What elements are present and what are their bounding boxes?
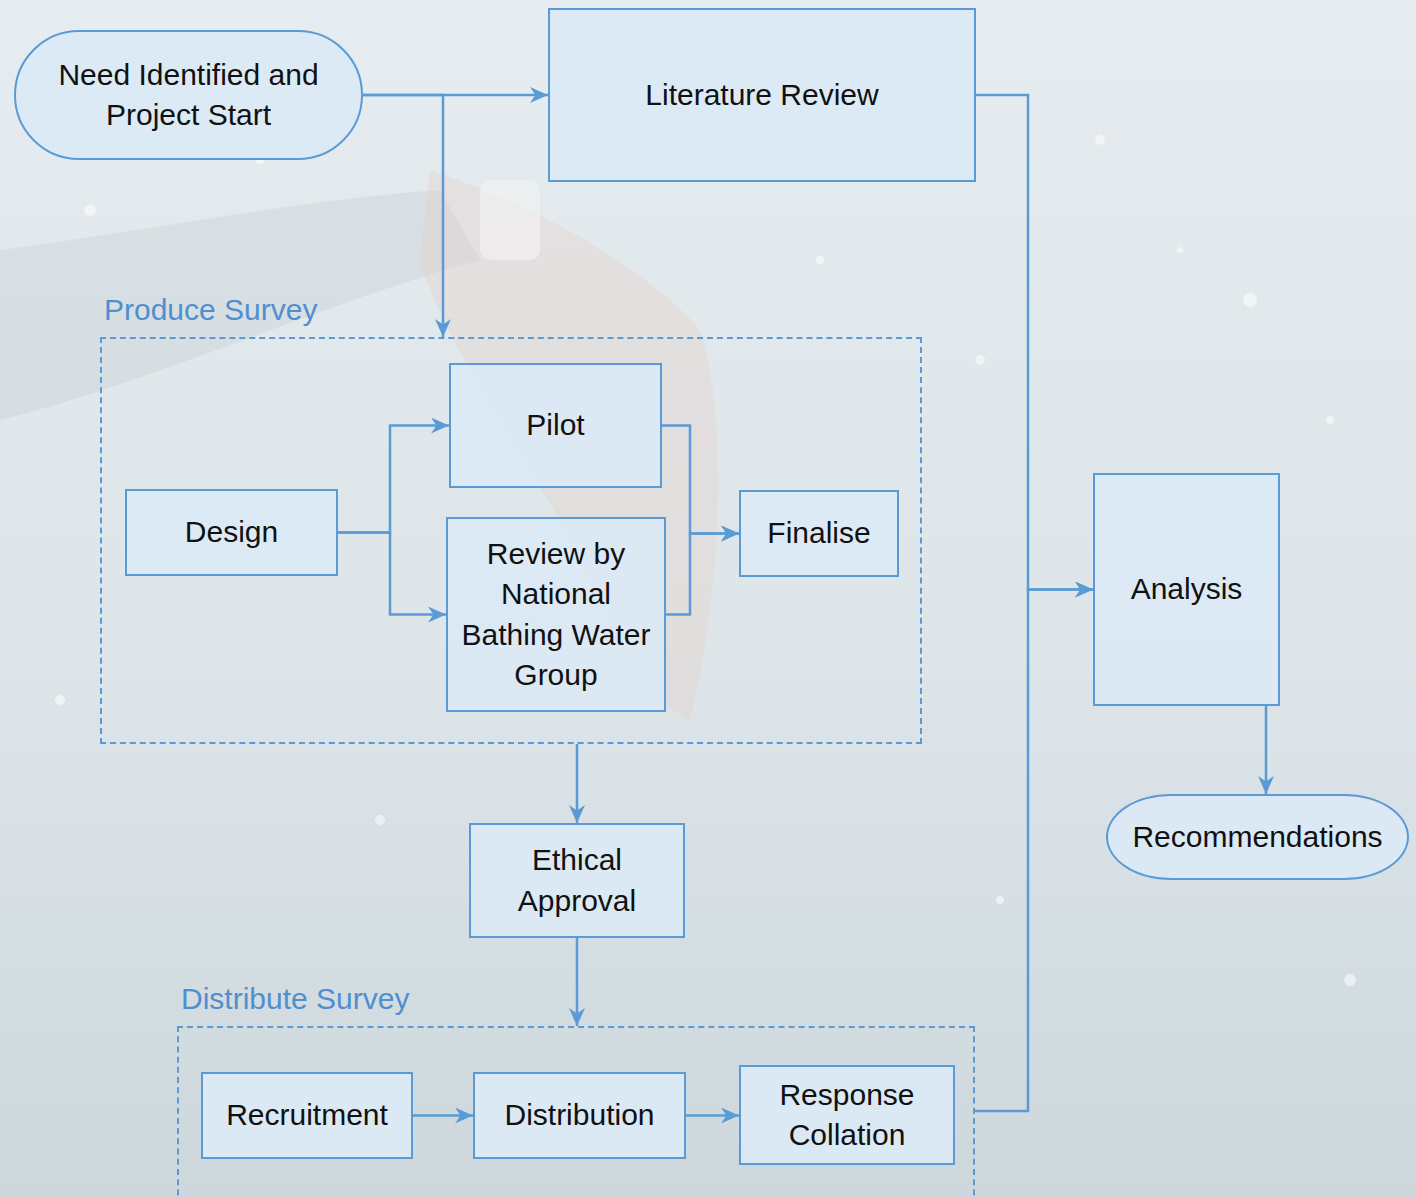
- hand-silhouette: [420, 170, 718, 720]
- node-text: Literature Review: [645, 75, 878, 115]
- group-heading: Distribute Survey: [181, 979, 409, 1018]
- process-box: Design: [125, 489, 338, 576]
- node-text: Finalise: [767, 513, 870, 553]
- process-box: Review by National Bathing Water Group: [446, 517, 666, 712]
- node-text: Need Identified and Project Start: [38, 55, 339, 135]
- flow-arrow: [576, 744, 579, 823]
- flow-arrow: [976, 95, 1093, 590]
- process-box: Recruitment: [201, 1072, 413, 1159]
- flow-arrow: [1265, 706, 1268, 794]
- process-box: Response Collation: [739, 1065, 955, 1165]
- process-box: Distribution: [473, 1072, 686, 1159]
- arm-silhouette: [0, 190, 480, 420]
- node-text: Ethical Approval: [477, 840, 677, 920]
- node-text: Response Collation: [747, 1075, 947, 1155]
- node-text: Review by National Bathing Water Group: [454, 534, 658, 695]
- flow-arrow: [662, 426, 739, 534]
- process-box: Pilot: [449, 363, 662, 488]
- group-band: Recruitment Distribution Response Collatio…: [177, 1026, 975, 1198]
- node-text: Distribution: [504, 1095, 654, 1135]
- flow-arrow: [975, 590, 1093, 1112]
- node-text: Pilot: [526, 405, 584, 445]
- flow-arrow: [666, 534, 739, 615]
- flow-arrow: [363, 95, 443, 337]
- node-text: Design: [185, 512, 278, 552]
- group-heading: Produce Survey: [104, 290, 317, 329]
- terminal-pill: Need Identified and Project Start: [14, 30, 363, 160]
- watch-face: [480, 180, 540, 260]
- terminal-pill: Recommendations: [1106, 794, 1409, 880]
- flow-arrow: [338, 533, 446, 615]
- flow-arrow: [413, 1114, 473, 1117]
- flow-arrow: [686, 1114, 739, 1117]
- node-text: Recruitment: [226, 1095, 388, 1135]
- group-band: Design PilotReview by National Bathing Wa…: [100, 337, 922, 744]
- process-box: Finalise: [739, 490, 899, 577]
- process-box: Ethical Approval: [469, 823, 685, 938]
- node-text: Recommendations: [1132, 817, 1382, 857]
- flow-arrow: [338, 426, 449, 533]
- flow-arrow: [363, 94, 548, 97]
- process-box: Literature Review: [548, 8, 976, 182]
- process-box: Analysis: [1093, 473, 1280, 706]
- flow-arrow: [576, 938, 579, 1026]
- node-text: Analysis: [1131, 569, 1243, 609]
